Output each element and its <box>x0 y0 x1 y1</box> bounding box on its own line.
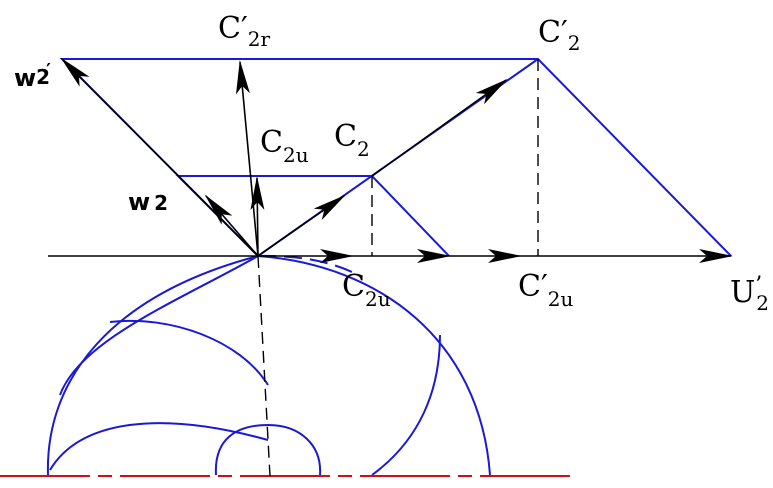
c2-vector <box>257 194 346 257</box>
c2u-vertical-vector <box>250 176 265 257</box>
label-c2-prime: C′2 <box>538 15 581 55</box>
w2-prime-vector <box>60 57 259 257</box>
label-u2-prime: U’2 <box>730 273 769 315</box>
w2-vector <box>204 194 259 257</box>
label-c2r-prime: C′2r <box>218 11 270 51</box>
label-c2: C2 <box>334 119 370 161</box>
label-c2u-lower: C2u <box>342 269 391 311</box>
impeller-outer-arc <box>46 255 259 476</box>
label-c2u-prime: C′2u <box>518 269 573 311</box>
hub-arc <box>214 423 322 476</box>
label-c2u-upper: C2u <box>260 125 309 167</box>
impeller-outer-arc-right <box>257 255 491 476</box>
c2-prime-vector <box>371 78 508 177</box>
label-w2-prime: w2′ <box>14 60 51 92</box>
blade-1 <box>109 319 269 386</box>
blade-2 <box>49 422 269 471</box>
blade-3 <box>59 255 259 396</box>
c2r-prime-vector <box>235 60 259 257</box>
impeller <box>46 254 491 476</box>
blade-4 <box>371 334 441 476</box>
radial-axis <box>257 255 271 477</box>
vector-arrows <box>60 57 733 263</box>
